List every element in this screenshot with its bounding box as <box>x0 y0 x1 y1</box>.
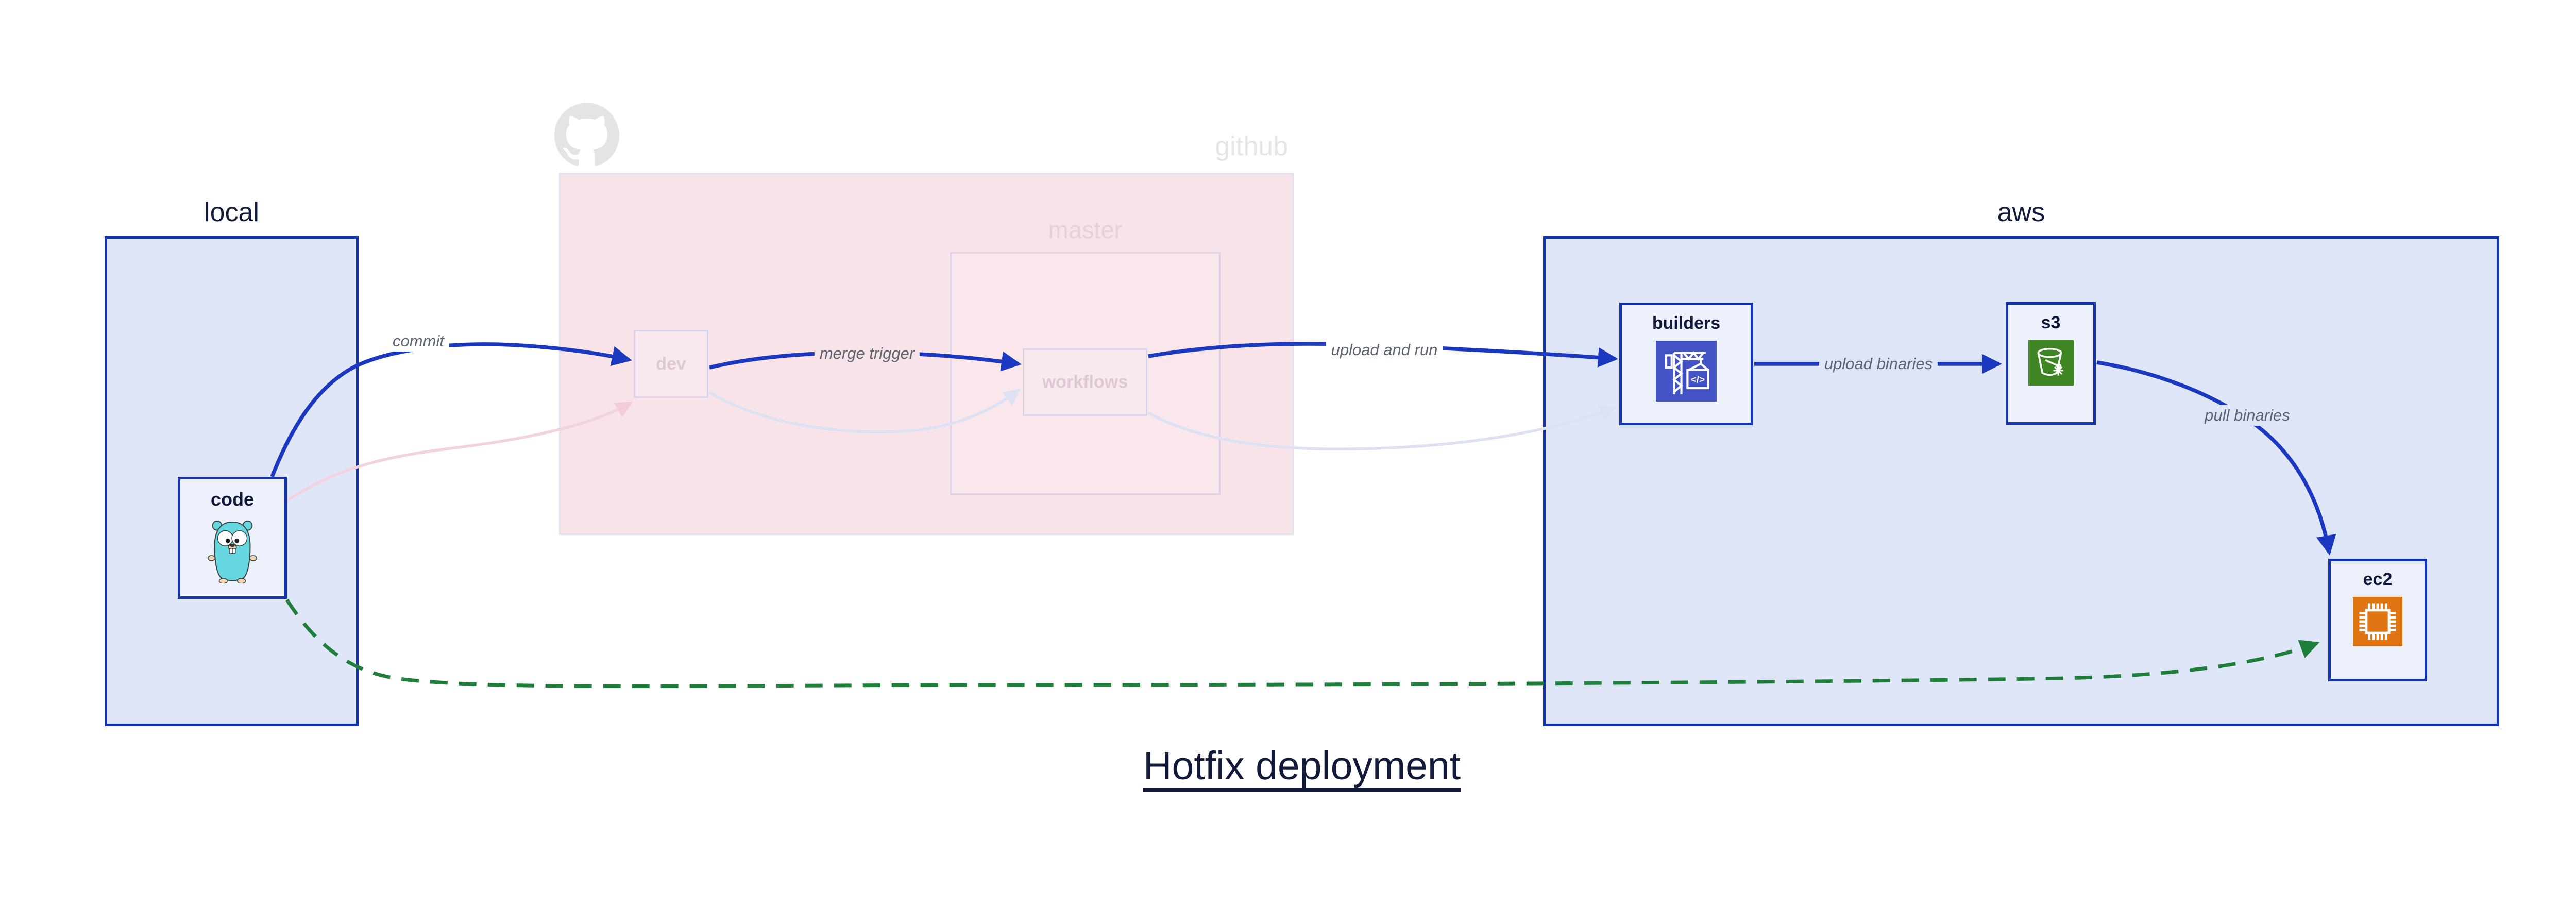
builders-node: builders </> <box>1619 303 1753 425</box>
github-octocat-icon <box>554 102 619 167</box>
edge-label-upload-and-run: upload and run <box>1326 340 1443 360</box>
s3-node-label: s3 <box>2041 313 2061 332</box>
edge-label-upload-binaries: upload binaries <box>1819 354 1938 374</box>
codebuild-crane-icon: </> <box>1656 341 1717 402</box>
ec2-chip-icon <box>2353 597 2402 646</box>
edge-label-pull-binaries: pull binaries <box>2199 405 2295 426</box>
edge-label-merge-trigger: merge trigger <box>814 343 920 364</box>
svg-text:</>: </> <box>1691 374 1705 385</box>
aws-region-label: aws <box>1997 197 2045 227</box>
local-region-label: local <box>204 197 259 227</box>
edge-label-commit: commit <box>387 331 449 352</box>
s3-node: s3 <box>2006 302 2096 425</box>
ec2-node-label: ec2 <box>2363 570 2393 589</box>
code-node: code <box>178 477 287 599</box>
dev-node-label: dev <box>656 354 686 374</box>
ec2-node: ec2 <box>2328 559 2427 681</box>
diagram-title: Hotfix deployment <box>1143 744 1461 788</box>
master-branch-label: master <box>1048 216 1123 243</box>
s3-bucket-snowflake-icon <box>2028 340 2074 386</box>
workflows-node: workflows <box>1023 348 1147 416</box>
workflows-node-label: workflows <box>1042 372 1128 392</box>
builders-node-label: builders <box>1652 313 1721 333</box>
go-gopher-icon <box>206 517 259 583</box>
code-node-label: code <box>210 489 255 510</box>
github-region-label: github <box>1215 131 1288 161</box>
dev-node: dev <box>634 330 708 398</box>
